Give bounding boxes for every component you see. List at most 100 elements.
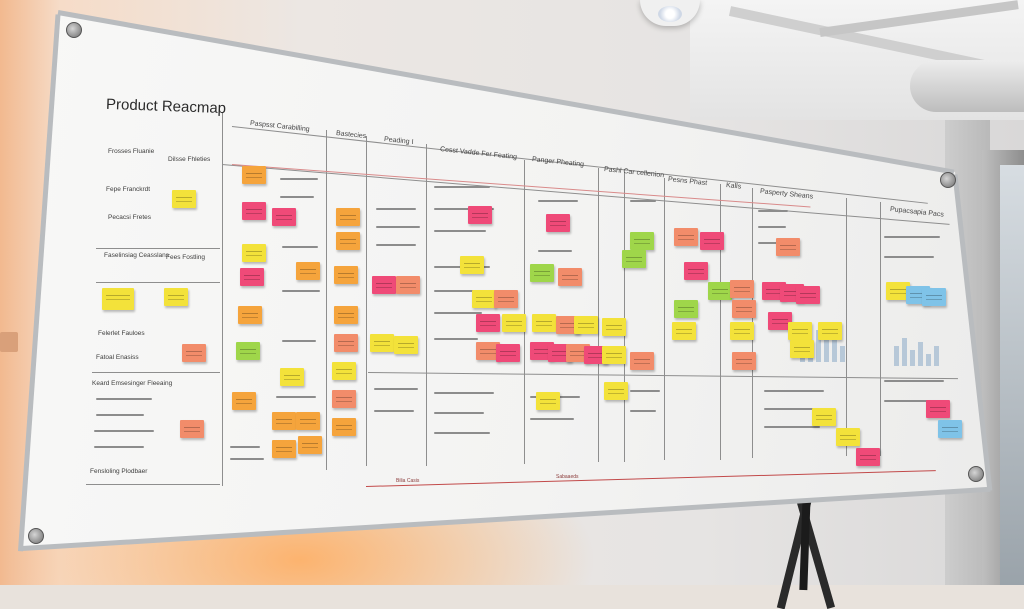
sticky-note (232, 392, 256, 410)
sticky-note (604, 382, 628, 400)
sticky-note (242, 166, 266, 184)
sticky-note (180, 420, 204, 438)
lane-label: Fatoal Enasiss (96, 354, 139, 361)
sticky-note (172, 190, 196, 208)
sticky-note (886, 282, 910, 300)
sticky-note (332, 390, 356, 408)
sticky-note (776, 238, 800, 256)
board-bar (918, 342, 923, 366)
board-bar (832, 334, 837, 362)
lane-label: Keard Emsesinger Fleeaing (92, 380, 173, 387)
frame-screw (968, 466, 984, 482)
sticky-note (630, 352, 654, 370)
sticky-note (372, 276, 396, 294)
sticky-note (394, 336, 418, 354)
lane-label: Faselinsiag Ceasslans (104, 252, 170, 259)
sticky-note (546, 214, 570, 232)
handwriting (884, 380, 944, 382)
grid-line (720, 184, 721, 460)
handwriting (758, 226, 786, 228)
sticky-note (396, 276, 420, 294)
sticky-note (472, 290, 496, 308)
sticky-note (236, 342, 260, 360)
sticky-note (332, 362, 356, 380)
board-bar (840, 346, 845, 362)
sticky-note (182, 344, 206, 362)
lane-label: Pecacsi Fretes (108, 214, 151, 221)
sticky-note (272, 412, 296, 430)
handwriting (230, 446, 260, 448)
air-duct (910, 60, 1024, 112)
grid-line (426, 144, 427, 466)
sticky-note (836, 428, 860, 446)
sticky-note (298, 436, 322, 454)
sticky-note (272, 208, 296, 226)
handwriting (434, 392, 494, 394)
sticky-note (242, 244, 266, 262)
timeline-line (365, 470, 936, 487)
handwriting (434, 186, 490, 188)
sticky-note (238, 306, 262, 324)
handwriting (434, 230, 486, 232)
handwriting (374, 388, 418, 390)
handwriting (884, 256, 934, 258)
sticky-note (502, 314, 526, 332)
grid-line (96, 282, 220, 283)
grid-line (846, 198, 847, 456)
sticky-note (280, 368, 304, 386)
sticky-note (558, 268, 582, 286)
sticky-note (334, 266, 358, 284)
sticky-note (476, 342, 500, 360)
board-bar (894, 346, 899, 366)
handwriting (374, 410, 414, 412)
column-header: Kalls (725, 182, 742, 191)
handwriting (230, 458, 264, 460)
sticky-note (102, 288, 134, 310)
handwriting (376, 208, 416, 210)
sticky-note (602, 346, 626, 364)
sticky-note (630, 232, 654, 250)
sticky-note (336, 208, 360, 226)
sticky-note (272, 440, 296, 458)
grid-line (222, 112, 223, 486)
handwriting (764, 426, 820, 428)
grid-line (221, 164, 950, 225)
handwriting (376, 226, 420, 228)
sticky-note (532, 314, 556, 332)
board-bar (824, 340, 829, 362)
sticky-note (536, 392, 560, 410)
board-bar (926, 354, 931, 366)
sticky-note (622, 250, 646, 268)
sticky-note (602, 318, 626, 336)
sticky-note (468, 206, 492, 224)
sticky-note (332, 418, 356, 436)
handwriting (530, 418, 574, 420)
handwriting (884, 400, 930, 402)
sticky-note (796, 286, 820, 304)
sticky-note (370, 334, 394, 352)
handwriting (376, 244, 416, 246)
sticky-note (336, 232, 360, 250)
sticky-note (732, 352, 756, 370)
sticky-note (730, 322, 754, 340)
handwriting (282, 246, 318, 248)
sticky-note (790, 340, 814, 358)
board-bar (910, 350, 915, 366)
handwriting (758, 242, 790, 244)
lane-label: Fees Fostling (166, 254, 206, 261)
sticky-note (242, 202, 266, 220)
window-glass (1000, 165, 1024, 585)
sticky-note (674, 228, 698, 246)
column-header: Panger Pheating (531, 156, 585, 169)
handwriting (280, 196, 314, 198)
sticky-note (938, 420, 962, 438)
handwriting (434, 338, 478, 340)
sticky-note (494, 290, 518, 308)
sticky-note (334, 306, 358, 324)
handwriting (282, 290, 320, 292)
board-bar (934, 346, 939, 366)
board-title: Product Reacmap (105, 95, 227, 118)
handwriting (630, 390, 660, 392)
lane-label: Fepe Franckrdt (106, 186, 151, 193)
wall-bracket (0, 332, 18, 352)
